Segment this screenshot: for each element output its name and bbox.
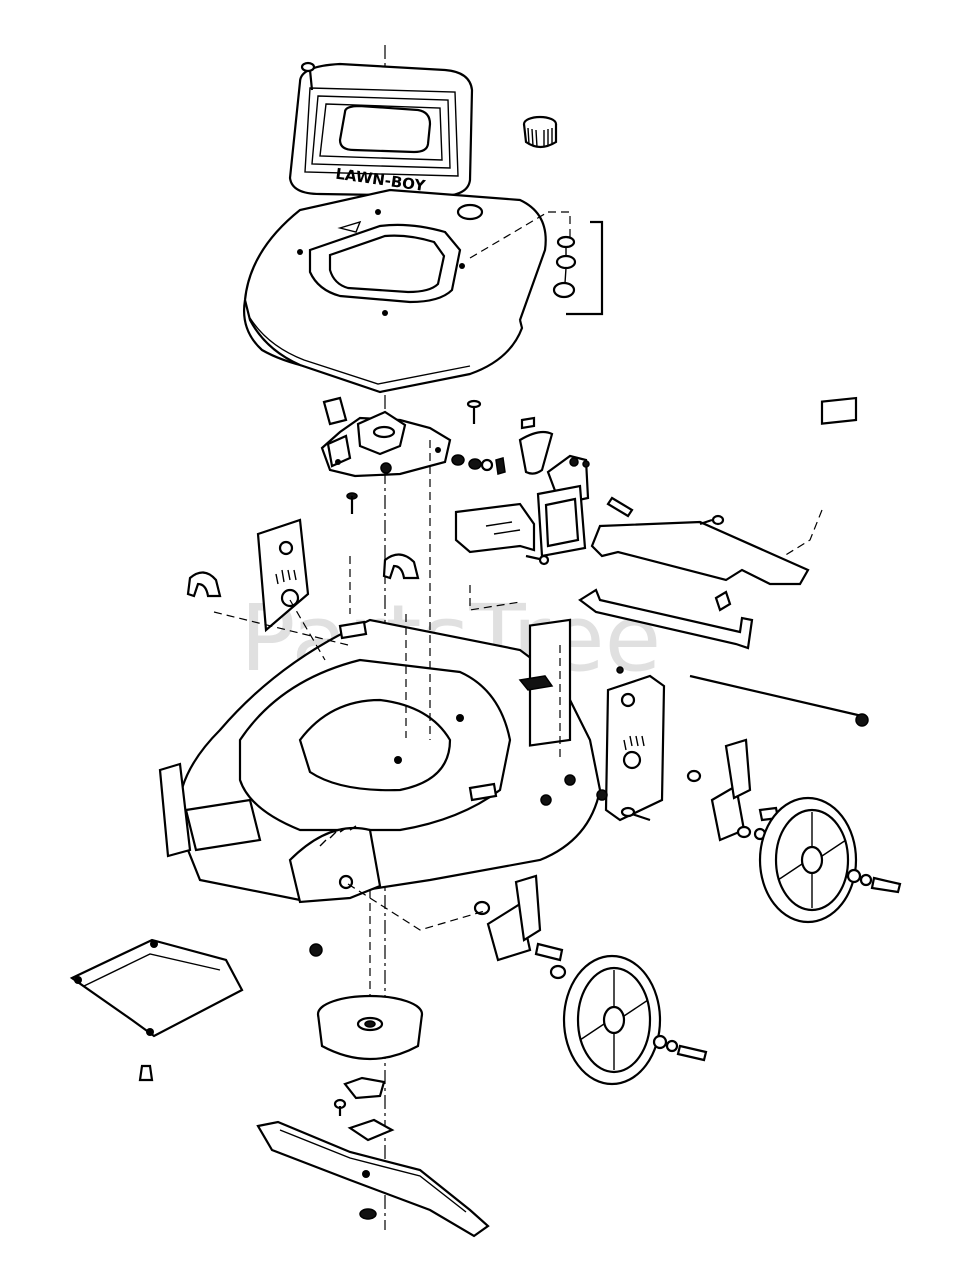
part-wheel-assembly-upper [686,738,902,924]
part-mower-deck [158,618,602,904]
part-clamp-58 [186,571,222,598]
part-screw-22 [525,554,550,566]
part-key-40 [343,1076,386,1100]
part-nut-28b [309,943,323,957]
part-latch-hardware [469,211,604,316]
part-mount-plate [320,410,452,478]
part-plate-46 [347,1118,395,1142]
part-nut-set [451,454,506,475]
part-pin-18 [606,496,634,518]
part-rear-guard [69,938,244,1038]
part-screw-41 [333,1098,347,1116]
part-nut-28a [596,789,608,801]
part-control-block [536,454,590,558]
part-gasket [322,396,348,426]
part-clip-50 [714,590,732,612]
part-screw-20 [699,514,725,526]
part-blade [256,1120,490,1238]
part-decal-45a [338,620,368,640]
part-height-plate-left [256,518,310,633]
part-rod-21 [578,588,754,650]
part-spacer [520,416,536,430]
part-bolt-38 [620,806,651,822]
part-clamp-59 [382,553,420,580]
part-decal-45b [468,782,498,802]
part-nut-10b [564,774,576,786]
part-lever [518,430,554,475]
part-axle-53 [689,674,863,718]
part-wheel-assembly-lower [473,874,708,1086]
part-screw-1 [300,61,316,91]
part-nut-27b [540,794,552,806]
part-grille-cover: LAWN-BOY [288,62,474,198]
part-blade-adapter [316,994,424,1060]
part-screw-9 [466,399,482,424]
dashed-links [213,440,561,1020]
part-bolt-8 [346,492,358,514]
part-upper-shroud [243,188,547,394]
part-bolt-49 [138,1064,154,1082]
part-label-57 [820,396,858,425]
part-plate-19 [590,520,810,586]
part-nut-52 [855,713,869,727]
part-nut-43 [359,1208,377,1220]
part-knob [522,115,558,149]
part-bracket-23 [454,502,536,554]
part-height-plate-right [604,666,666,822]
